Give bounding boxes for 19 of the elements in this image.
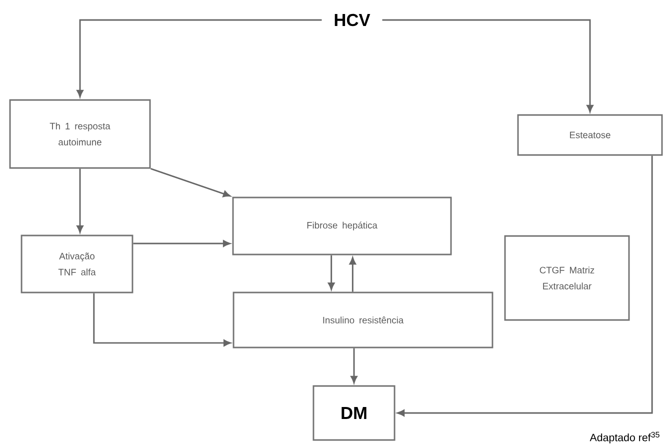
process-box: Esteatose [517, 114, 663, 156]
arrow [133, 240, 230, 247]
process-box: Th 1 resposta autoimune [9, 99, 151, 169]
process-box: Ativação TNF alfa [20, 234, 134, 294]
process-box: CTGF Matriz Extracelular [504, 235, 630, 321]
title-text: HCV [334, 14, 370, 26]
arrow [382, 19, 594, 112]
arrow [328, 255, 335, 290]
arrow [76, 168, 84, 233]
arrow [150, 168, 230, 198]
arrow [397, 156, 653, 416]
arrow [76, 19, 322, 98]
process-box: Insulino resistência [232, 292, 494, 348]
note-text: Adaptado ref$^{35}$ [590, 432, 660, 444]
arrow [350, 348, 358, 384]
process-box: Fibrose hepática [232, 196, 452, 256]
arrow [93, 293, 231, 346]
arrow [349, 257, 356, 292]
process-box: DM [312, 385, 396, 441]
